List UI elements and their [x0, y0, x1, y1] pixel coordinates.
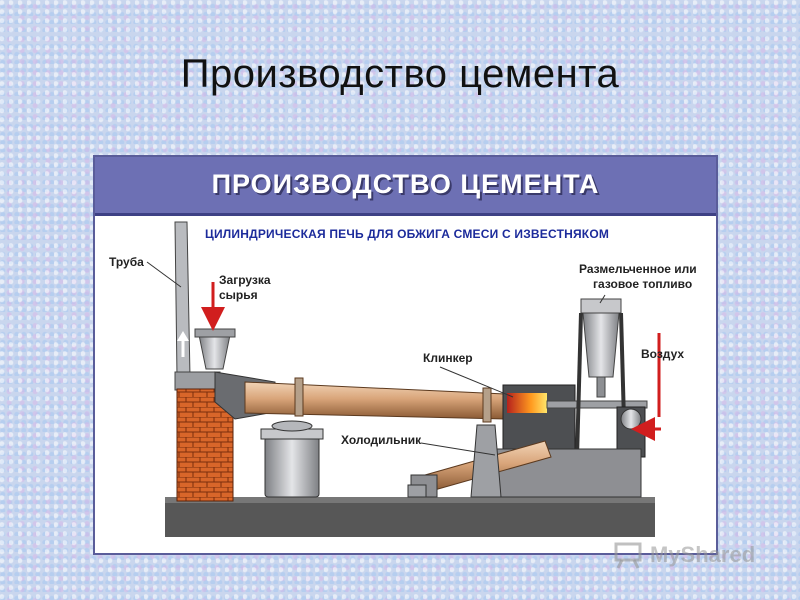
presentation-icon: [614, 542, 642, 569]
diagram-header: ПРОИЗВОДСТВО ЦЕМЕНТА: [95, 157, 716, 216]
watermark-text: MyShared: [650, 542, 756, 567]
clinker-pointer: [439, 366, 514, 398]
flame: [507, 393, 547, 413]
feed-hopper: [198, 334, 231, 370]
kiln-support: [470, 424, 502, 498]
label-pipe: Труба: [109, 255, 144, 269]
storage-tank: [264, 436, 320, 498]
fuel-bin: [582, 312, 620, 378]
label-fuel-1: Размельченное или: [579, 262, 697, 276]
label-loading-2: сырья: [219, 288, 258, 302]
cooler-pointer: [420, 442, 496, 456]
label-fuel-2: газовое топливо: [593, 277, 693, 291]
pipe-pointer: [146, 261, 182, 288]
rotary-kiln: [244, 381, 506, 420]
watermark: MyShared: [612, 540, 772, 570]
label-loading-1: Загрузка: [219, 273, 271, 287]
label-clinker: Клинкер: [423, 351, 473, 365]
diagram-subtitle: ЦИЛИНДРИЧЕСКАЯ ПЕЧЬ ДЛЯ ОБЖИГА СМЕСИ С И…: [205, 227, 610, 241]
slide-title: Производство цемента: [180, 52, 620, 96]
diagram-header-title: ПРОИЗВОДСТВО ЦЕМЕНТА: [211, 169, 600, 199]
kiln-diagram: [146, 221, 661, 537]
label-air: Воздух: [641, 347, 685, 361]
base-platform: [165, 502, 655, 537]
label-cooler: Холодильник: [341, 433, 422, 447]
air-blower: [620, 408, 642, 430]
diagram-panel: ПРОИЗВОДСТВО ЦЕМЕНТА ЦИЛИНДРИЧЕСКАЯ ПЕЧЬ…: [93, 155, 718, 555]
exhaust-arrow: [177, 331, 189, 341]
